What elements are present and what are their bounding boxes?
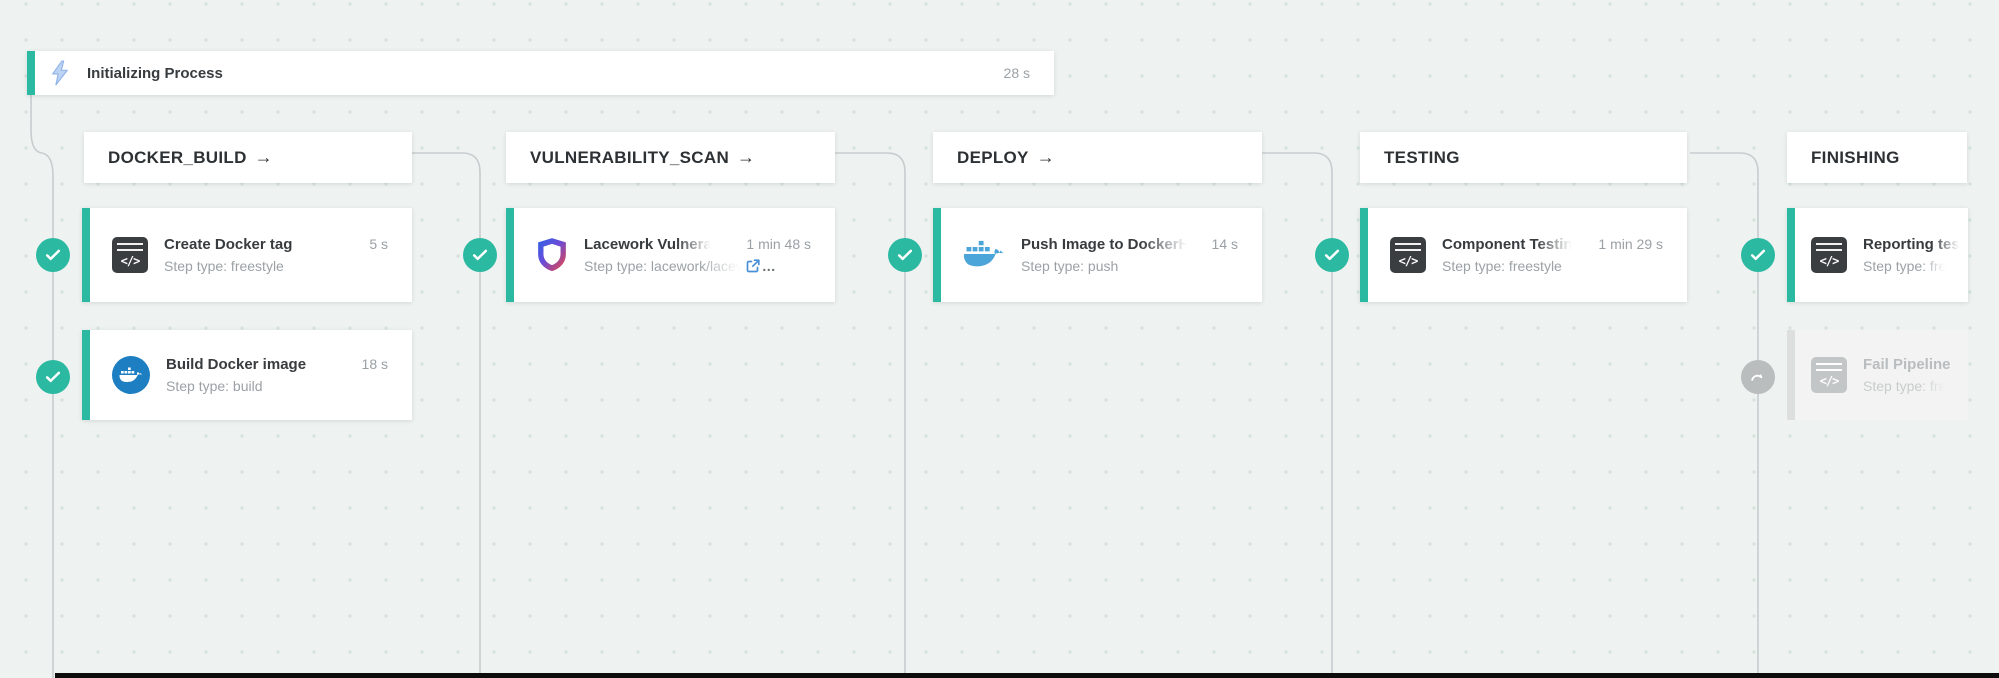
step-duration: 14 s [1211, 236, 1238, 252]
step-duration: 5 s [369, 236, 388, 252]
stage-name: TESTING [1384, 147, 1460, 167]
external-link-icon[interactable] [745, 258, 761, 274]
stage-name: DEPLOY [957, 147, 1029, 167]
success-check-icon [36, 238, 70, 272]
step-type-label: Step type: build [166, 378, 263, 394]
success-check-icon [1315, 238, 1349, 272]
success-check-icon [36, 360, 70, 394]
success-check-icon [1741, 238, 1775, 272]
bottom-window-edge [55, 673, 1999, 678]
step-title: Create Docker tag [164, 236, 293, 253]
connector-stage-2 [412, 152, 481, 678]
arrow-right-icon: → [254, 147, 273, 167]
step-duration: 18 s [361, 356, 388, 372]
docker-build-icon [112, 356, 150, 394]
step-card-push-image[interactable]: Push Image to DockerH 14 s Step type: pu… [933, 208, 1262, 302]
step-card-build-docker-image[interactable]: Build Docker image 18 s Step type: build [82, 330, 412, 420]
step-duration: 1 min 29 s [1598, 236, 1663, 252]
step-title: Lacework Vulnera [584, 236, 712, 253]
arrow-right-icon: → [1036, 147, 1056, 167]
step-card-reporting-test[interactable]: </> Reporting tes Step type: fre [1787, 208, 1968, 302]
step-title: Build Docker image [166, 356, 307, 373]
step-card-lacework-scan[interactable]: Lacework Vulnera 1 min 48 s Step type: l… [506, 208, 835, 302]
step-type-label: Step type: fre [1863, 258, 1947, 274]
step-type-label: Step type: freestyle [164, 258, 284, 274]
stage-header-deploy[interactable]: DEPLOY → [933, 132, 1262, 183]
docker-push-icon [963, 240, 1005, 270]
init-step-bar[interactable]: Initializing Process 28 s [27, 51, 1054, 95]
step-title: Component Testin [1442, 236, 1573, 253]
stage-header-finishing[interactable]: FINISHING [1787, 132, 1967, 183]
init-step-title: Initializing Process [87, 64, 223, 82]
arrow-right-icon: → [737, 147, 756, 167]
step-type-label: Step type: lacework/lacev [584, 258, 743, 274]
stage-name: FINISHING [1811, 147, 1900, 167]
stage-name: VULNERABILITY_SCAN [530, 147, 730, 167]
init-step-duration: 28 s [1003, 65, 1030, 81]
step-title: Push Image to DockerH [1021, 236, 1190, 253]
stage-header-docker-build[interactable]: DOCKER_BUILD → [84, 132, 412, 183]
step-type-label: Step type: push [1021, 258, 1119, 274]
success-check-icon [888, 238, 922, 272]
step-duration: 1 min 48 s [746, 236, 811, 252]
code-terminal-icon: </> [1811, 357, 1847, 393]
success-check-icon [463, 238, 497, 272]
code-terminal-icon: </> [112, 237, 148, 273]
step-title: Reporting tes [1863, 236, 1960, 253]
connector-stage-5 [1690, 152, 1759, 678]
step-type-label: Step type: freestyle [1442, 258, 1562, 274]
skipped-arrow-icon [1741, 360, 1775, 394]
step-title: Fail Pipeline [1863, 356, 1951, 373]
stage-header-vulnerability-scan[interactable]: VULNERABILITY_SCAN → [506, 132, 835, 183]
step-card-fail-pipeline[interactable]: </> Fail Pipeline Step type: fre [1787, 330, 1968, 420]
code-terminal-icon: </> [1390, 237, 1426, 273]
step-card-create-docker-tag[interactable]: </> Create Docker tag 5 s Step type: fre… [82, 208, 412, 302]
connector-stage-3 [835, 152, 906, 678]
code-terminal-icon: </> [1811, 237, 1847, 273]
stage-header-testing[interactable]: TESTING [1360, 132, 1687, 183]
connector-stage-1 [30, 95, 54, 678]
stage-name: DOCKER_BUILD [108, 147, 247, 167]
connector-stage-4 [1262, 152, 1333, 678]
truncation-ellipsis: … [761, 258, 776, 274]
lacework-shield-icon [536, 237, 568, 273]
step-type-label: Step type: fre [1863, 378, 1947, 394]
step-card-component-testing[interactable]: </> Component Testin 1 min 29 s Step typ… [1360, 208, 1687, 302]
lightning-icon [52, 60, 68, 86]
